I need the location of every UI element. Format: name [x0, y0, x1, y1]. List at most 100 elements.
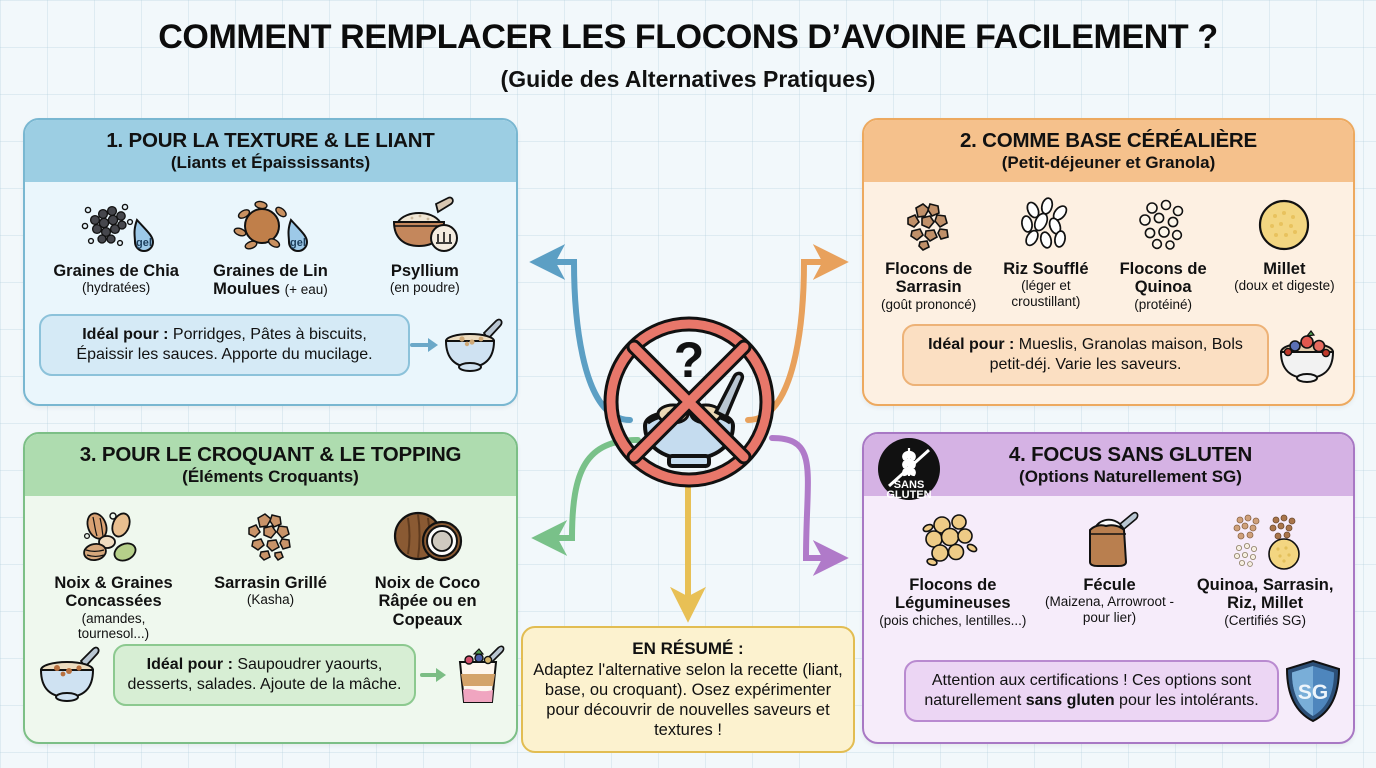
svg-text:GLUTEN: GLUTEN — [886, 489, 931, 501]
panel-texture-liant: 1. POUR LA TEXTURE & LE LIANT (Liants et… — [23, 118, 518, 406]
item-label: Noix de Coco Râpée ou en Copeaux — [374, 574, 481, 629]
coconut-icon — [390, 506, 466, 568]
item-note: (Certifiés SG) — [1224, 612, 1307, 628]
item-chia[interactable]: gel Graines de Chia (hydratées) — [50, 194, 182, 296]
psyllium-bowl-icon — [386, 194, 464, 256]
callout-label: Idéal pour : — [146, 656, 233, 673]
callout-text: Saupoudrer yaourts, desserts, salades. A… — [127, 656, 402, 693]
item-sarrasin-grille[interactable]: Sarrasin Grillé (Kasha) — [205, 506, 337, 608]
item-legumineuses[interactable]: Flocons de Légumineuses (pois chiches, l… — [873, 508, 1033, 628]
callout-bold: sans gluten — [1025, 692, 1115, 709]
item-label: Graines de Lin Moulues (+ eau) — [204, 262, 336, 299]
item-label: Fécule — [1083, 576, 1136, 594]
item-label-main: Graines de Lin Moulues — [213, 262, 328, 299]
item-label: Flocons de Sarrasin — [885, 260, 973, 297]
porridge-bowl-icon — [444, 318, 503, 372]
item-fecule[interactable]: Fécule (Maizena, Arrowroot - pour lier) — [1034, 508, 1184, 625]
item-noix-graines[interactable]: Noix & Graines Concassées (amandes, tour… — [48, 506, 180, 641]
item-note: (amandes, tournesol...) — [77, 610, 150, 642]
page-subtitle: (Guide des Alternatives Pratiques) — [500, 66, 876, 92]
panel-2-subtitle: (Petit-déjeuner et Granola) — [1001, 152, 1216, 172]
panel-2-header: 2. COMME BASE CÉRÉALIÈRE (Petit-déjeuner… — [864, 120, 1353, 182]
svg-text:SG: SG — [1298, 681, 1328, 704]
item-grains-sg[interactable]: Quinoa, Sarrasin, Riz, Millet (Certifiés… — [1186, 508, 1344, 628]
arrow-right-icon — [410, 338, 438, 352]
millet-grain-icon — [1253, 192, 1315, 254]
panel-3-subtitle: (Éléments Croquants) — [182, 466, 359, 486]
item-label: Quinoa, Sarrasin, Riz, Millet — [1196, 576, 1334, 613]
callout-text-2: pour les intolérants. — [1114, 692, 1259, 709]
panel-3-title: 3. POUR LE CROQUANT & LE TOPPING — [79, 442, 462, 466]
item-note: (léger et croustillant) — [1011, 278, 1081, 309]
item-label: Millet — [1263, 260, 1306, 278]
item-quinoa[interactable]: Flocons de Quinoa (protéiné) — [1108, 192, 1218, 312]
svg-text:?: ? — [674, 332, 705, 388]
callout-label: Idéal pour : — [928, 336, 1015, 353]
yogurt-parfait-icon — [458, 645, 505, 703]
callout-text: Mueslis, Granolas maison, Bols petit-déj… — [989, 336, 1243, 373]
summary-box: EN RÉSUMÉ : Adaptez l'alternative selon … — [521, 626, 855, 753]
flax-seeds-gel-icon: gel — [227, 194, 313, 256]
callout-text-box: Idéal pour : Porridges, Pâtes à biscuits… — [39, 314, 410, 376]
panel-3-callout: Idéal pour : Saupoudrer yaourts, dessert… — [33, 644, 508, 706]
panel-focus-sans-gluten: SANS GLUTEN 4. FOCUS SANS GLUTEN (Option… — [862, 432, 1355, 744]
panel-1-title: 1. POUR LA TEXTURE & LE LIANT — [106, 128, 435, 152]
panel-3-header: 3. POUR LE CROQUANT & LE TOPPING (Élémen… — [25, 434, 516, 496]
item-label: Graines de Chia — [53, 262, 179, 280]
callout-text-1: Attention aux certifications ! Ces optio… — [924, 672, 1252, 709]
item-note: (protéiné) — [1134, 296, 1193, 312]
buckwheat-flakes-icon — [896, 192, 962, 254]
panel-4-header: SANS GLUTEN 4. FOCUS SANS GLUTEN (Option… — [864, 434, 1353, 501]
svg-text:gel: gel — [136, 237, 152, 249]
item-lin[interactable]: gel Graines de Lin Moulues (+ eau) — [204, 194, 336, 299]
item-sarrasin[interactable]: Flocons de Sarrasin (goût prononcé) — [874, 192, 984, 312]
chia-seeds-gel-icon: gel — [73, 194, 159, 256]
puffed-rice-icon — [1013, 192, 1079, 254]
item-millet[interactable]: Millet (doux et digeste) — [1225, 192, 1343, 294]
item-noix-coco[interactable]: Noix de Coco Râpée ou en Copeaux — [362, 506, 494, 629]
summary-text: Adaptez l'alternative selon la recette (… — [533, 660, 843, 740]
panel-4-callout: Attention aux certifications ! Ces optio… — [904, 658, 1343, 724]
quinoa-flakes-icon — [1130, 192, 1196, 254]
panel-base-cerealiere: 2. COMME BASE CÉRÉALIÈRE (Petit-déjeuner… — [862, 118, 1355, 406]
berry-bowl-icon — [1279, 330, 1335, 383]
svg-text:SANS: SANS — [894, 479, 925, 491]
item-label: Riz Soufflé — [1003, 260, 1089, 278]
panel-4-subtitle: (Options Naturellement SG) — [1019, 466, 1242, 486]
mixed-grains-icon — [1226, 508, 1304, 570]
nuts-seeds-icon — [75, 506, 153, 568]
arrow-right-icon — [420, 668, 446, 682]
page-title: COMMENT REMPLACER LES FLOCONS D’AVOINE F… — [158, 18, 1218, 56]
callout-text-box: Attention aux certifications ! Ces optio… — [904, 660, 1279, 722]
item-note: (goût prononcé) — [880, 296, 977, 312]
item-label: Noix & Graines Concassées — [54, 574, 173, 611]
panel-1-callout: Idéal pour : Porridges, Pâtes à biscuits… — [39, 314, 506, 376]
oat-bowl-icon — [39, 646, 100, 702]
panel-1-subtitle: (Liants et Épaississants) — [170, 152, 371, 172]
no-gluten-wheat-icon: SANS GLUTEN — [878, 438, 940, 501]
svg-text:gel: gel — [291, 237, 307, 249]
panel-2-callout: Idéal pour : Mueslis, Granolas maison, B… — [902, 324, 1343, 386]
callout-text-box: Idéal pour : Mueslis, Granolas maison, B… — [902, 324, 1269, 386]
item-note: (Maizena, Arrowroot - pour lier) — [1044, 594, 1174, 625]
item-label: Flocons de Quinoa — [1119, 260, 1207, 297]
item-label: Sarrasin Grillé — [214, 574, 327, 592]
callout-label: Idéal pour : — [82, 326, 169, 343]
item-psyllium[interactable]: Psyllium (en poudre) — [359, 194, 491, 296]
callout-text-box: Idéal pour : Saupoudrer yaourts, dessert… — [113, 644, 416, 706]
panel-croquant-topping: 3. POUR LE CROQUANT & LE TOPPING (Élémen… — [23, 432, 518, 744]
item-note: (hydratées) — [82, 280, 151, 296]
item-note: (Kasha) — [246, 592, 295, 608]
panel-1-header: 1. POUR LA TEXTURE & LE LIANT (Liants et… — [25, 120, 516, 182]
item-note: (pois chiches, lentilles...) — [879, 612, 1027, 628]
sg-shield-icon: SG — [1285, 659, 1341, 723]
starch-sack-icon — [1076, 508, 1142, 570]
item-label: Psyllium — [390, 262, 459, 280]
item-note: (en poudre) — [389, 280, 460, 296]
item-note: (doux et digeste) — [1234, 278, 1335, 294]
summary-title: EN RÉSUMÉ : — [632, 638, 744, 658]
item-label: Flocons de Légumineuses — [895, 576, 1011, 613]
panel-4-title: 4. FOCUS SANS GLUTEN — [1008, 442, 1253, 466]
item-riz-souffle[interactable]: Riz Soufflé (léger et croustillant) — [991, 192, 1101, 309]
center-no-oats-icon: ? — [598, 313, 780, 491]
